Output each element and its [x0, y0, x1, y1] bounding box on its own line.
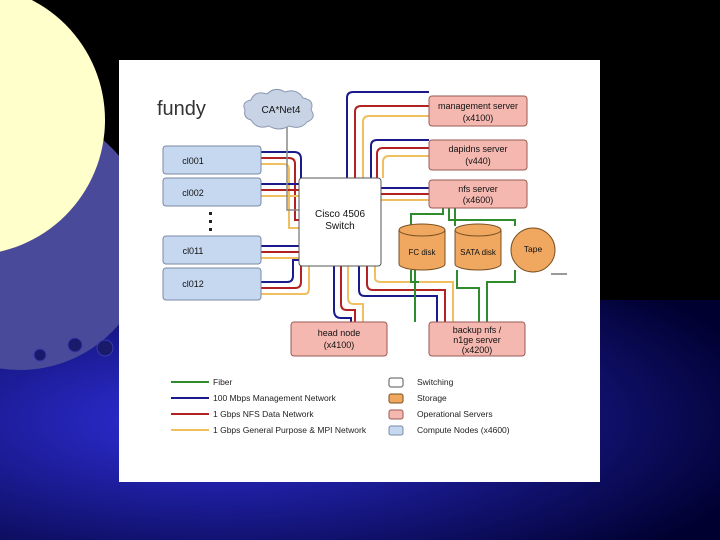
compute-node-box	[162, 177, 262, 207]
fc-disk-icon	[398, 230, 446, 271]
server-box	[428, 179, 528, 209]
sata-disk-label: SATA disk	[460, 248, 496, 257]
switch-label-line2: Switch	[325, 221, 355, 232]
legend-operational-servers: Operational Servers	[417, 409, 493, 419]
head-node-model: (x4100)	[323, 340, 355, 350]
compute-links	[261, 151, 310, 295]
management-server-label: management server	[437, 101, 519, 111]
management-server-model: (x4100)	[462, 113, 494, 123]
server-box	[428, 95, 528, 127]
cloud-icon	[243, 88, 314, 130]
network-diagram	[162, 88, 567, 436]
compute-node-box	[162, 235, 262, 265]
compute-node-label: cl001	[182, 156, 204, 166]
nfs-server-model: (x4600)	[462, 195, 494, 205]
backup-server-label2: n1ge server	[453, 335, 501, 345]
legend-swatches	[171, 377, 404, 436]
compute-node-box	[162, 145, 262, 175]
dapidns-server-model: (v440)	[465, 156, 491, 166]
dapidns-server-label: dapidns server	[448, 144, 508, 154]
server-box	[290, 321, 388, 357]
legend-mpi-network: 1 Gbps General Purpose & MPI Network	[213, 425, 367, 435]
server-box	[428, 321, 526, 357]
head-node-label: head node	[317, 328, 361, 338]
legend-compute-nodes: Compute Nodes (x4600)	[417, 425, 510, 435]
fiber-links	[410, 204, 516, 322]
compute-node-label: cl012	[182, 279, 204, 289]
sata-disk-icon	[454, 230, 502, 271]
switch-label-line1: Cisco 4506	[314, 209, 366, 220]
fc-disk-label: FC disk	[408, 248, 436, 257]
compute-node-label: cl011	[182, 246, 204, 256]
diagram-panel: fundy CA*Net4 cl001 cl002 cl011 cl012 Ci…	[119, 60, 600, 482]
switch-box	[298, 177, 382, 267]
nfs-server-label: nfs server	[458, 184, 498, 194]
cloud-link	[286, 126, 299, 211]
legend-management-network: 100 Mbps Management Network	[213, 393, 336, 403]
ellipsis-dots	[209, 212, 212, 231]
backup-server-label: backup nfs /	[452, 325, 502, 335]
legend-storage: Storage	[417, 393, 447, 403]
compute-node-box	[162, 267, 262, 301]
compute-node-label: cl002	[182, 188, 204, 198]
tape-label: Tape	[523, 244, 543, 254]
backup-server-model: (x4200)	[461, 345, 493, 355]
decor-circle-cream	[0, 0, 105, 252]
legend-switching: Switching	[417, 377, 454, 387]
legend-nfs-network: 1 Gbps NFS Data Network	[213, 409, 314, 419]
server-links	[333, 91, 454, 322]
tape-icon	[510, 227, 556, 273]
cloud-label: CA*Net4	[261, 105, 301, 116]
legend-fiber: Fiber	[213, 377, 233, 387]
server-box	[428, 139, 528, 171]
diagram-title: fundy	[157, 98, 206, 120]
